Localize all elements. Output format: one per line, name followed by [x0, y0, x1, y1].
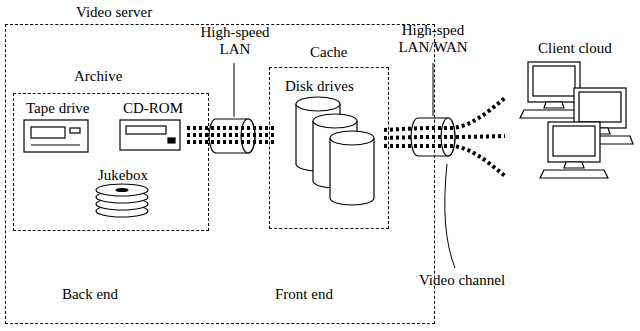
node-label: Disk drives — [285, 78, 354, 95]
leader-line — [433, 63, 434, 116]
dotted-strand — [384, 98, 505, 130]
annotation-label: High-speed LAN — [197, 24, 273, 59]
jukebox: Jukebox — [92, 166, 156, 222]
node-label: Archive — [74, 68, 122, 85]
dotted-strand — [187, 133, 276, 137]
dotted-strand — [187, 126, 276, 130]
node-label: Tape drive — [26, 100, 90, 117]
server-region: Video serverArchiveTape driveCD-ROMJukeb… — [5, 24, 435, 324]
node-label: CD-ROM — [123, 100, 183, 117]
leader-line — [234, 63, 235, 117]
disk-drive-icons — [296, 97, 374, 205]
client-computers — [520, 62, 633, 178]
dotted-strand — [187, 140, 276, 144]
node-label: Client cloud — [538, 40, 612, 57]
leader-line — [445, 164, 455, 268]
video-link — [384, 98, 505, 176]
cdrom-drive: CD-ROM — [118, 98, 187, 156]
annotation-label: Back end — [55, 286, 125, 303]
tape-drive-icon — [24, 120, 88, 152]
node-label: Video server — [76, 4, 152, 21]
tape-drive: Tape drive — [20, 98, 96, 158]
client-cloud: Client cloud — [505, 38, 635, 238]
jukebox-icon — [96, 184, 148, 217]
archive-region: ArchiveTape driveCD-ROMJukebox — [13, 93, 209, 231]
annotation-label: Front end — [268, 286, 340, 303]
cdrom-icon — [120, 120, 180, 150]
node-label: Jukebox — [98, 167, 148, 184]
disk-drives: Disk drives — [276, 76, 384, 226]
annotation-label: Video channel — [412, 272, 512, 289]
cache-region: CacheDisk drives — [269, 67, 389, 229]
node-label: Cache — [310, 44, 347, 61]
dotted-strand — [384, 146, 505, 176]
video-link — [187, 128, 276, 142]
annotation-label: High-sped LAN/WAN — [395, 22, 471, 57]
dotted-strand — [384, 136, 505, 138]
